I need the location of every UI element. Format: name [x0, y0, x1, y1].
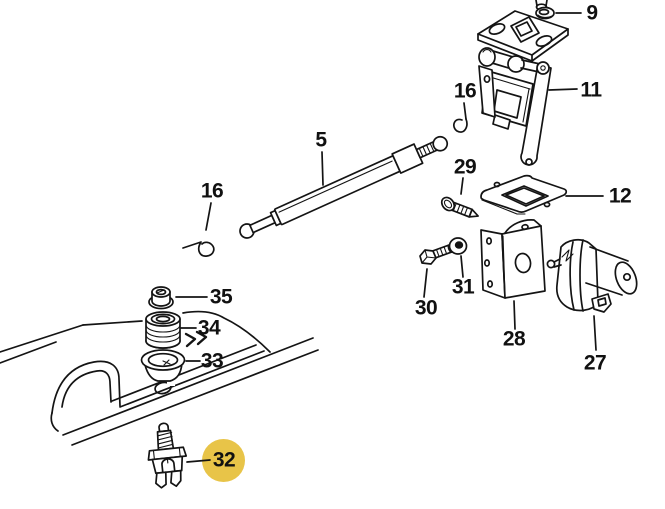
callout-33[interactable]: 33 [200, 349, 224, 373]
highlight-circle-32 [202, 439, 245, 482]
motor-27-art [546, 238, 638, 351]
callout-34[interactable]: 34 [197, 316, 221, 340]
callout-30[interactable]: 30 [414, 296, 438, 320]
callout-16-upper[interactable]: 16 [453, 79, 477, 103]
linkage-rod-art [239, 135, 449, 239]
body-panel-art [0, 310, 319, 446]
callout-28[interactable]: 28 [502, 327, 526, 351]
callout-9[interactable]: 9 [586, 1, 598, 25]
screw-29-art [440, 177, 479, 218]
callout-32-highlighted[interactable]: 32 [212, 448, 236, 472]
retaining-clip-lower-art [182, 202, 215, 257]
nut-9-art [535, 0, 582, 20]
bolt-30-art [419, 243, 455, 298]
callout-11[interactable]: 11 [580, 78, 602, 102]
callout-35[interactable]: 35 [209, 285, 233, 309]
direction-chevrons-icon [184, 330, 208, 348]
washer-31-art [448, 237, 468, 278]
bracket-28-art [480, 219, 546, 330]
callout-29[interactable]: 29 [453, 155, 477, 179]
callout-16-lower[interactable]: 16 [200, 179, 224, 203]
callout-27[interactable]: 27 [583, 351, 607, 375]
gasket-12-art [480, 174, 604, 215]
bracket-assembly-art [477, 0, 582, 166]
grommet-stack-art [140, 286, 208, 382]
callout-12[interactable]: 12 [608, 184, 632, 208]
nozzle-32-art [147, 422, 211, 489]
callout-5[interactable]: 5 [315, 128, 327, 152]
callout-31[interactable]: 31 [451, 275, 475, 299]
retaining-clip-upper-art [452, 102, 468, 133]
